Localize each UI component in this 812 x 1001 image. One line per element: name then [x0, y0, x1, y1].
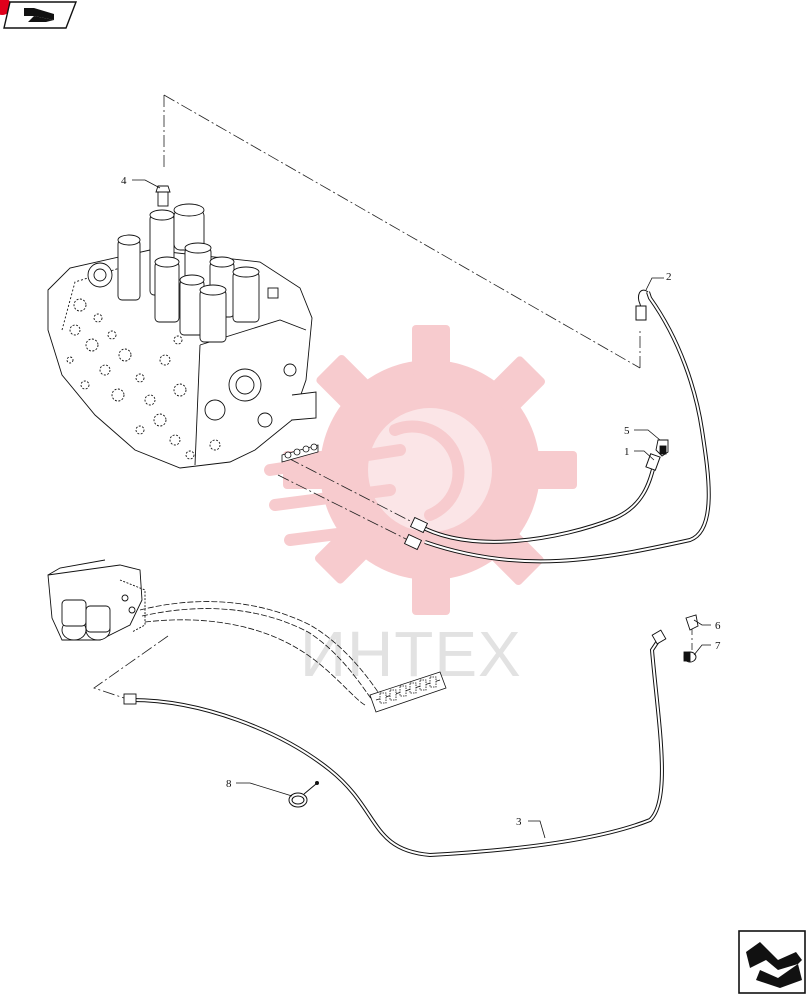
callout-8: 8 [226, 778, 232, 790]
previous-page-icon [0, 0, 78, 29]
callout-leaders [132, 179, 711, 839]
hose-3-fittings [123, 629, 667, 705]
connector-block [369, 671, 447, 713]
wiring-harness [139, 601, 381, 706]
watermark-text: ИНТЕХ [300, 618, 522, 690]
elbow-fitting-5 [655, 439, 669, 457]
callout-7: 7 [715, 640, 721, 652]
callout-5: 5 [624, 425, 630, 437]
previous-page-button[interactable] [0, 0, 78, 30]
hose-clamp-8 [288, 781, 319, 808]
callout-3: 3 [516, 816, 522, 828]
hose-end-fittings [403, 516, 429, 551]
next-page-button[interactable] [738, 930, 808, 996]
hose-1 [417, 453, 661, 544]
callout-2: 2 [666, 271, 672, 283]
next-page-icon [738, 930, 806, 994]
control-valve-block [47, 185, 317, 469]
watermark-logo [264, 325, 577, 615]
hose-3 [131, 636, 664, 858]
valve-adapter-fittings [281, 443, 319, 463]
plug-7 [683, 651, 697, 663]
hose-2 [424, 289, 711, 564]
callout-6: 6 [715, 620, 721, 632]
callout-1: 1 [624, 446, 630, 458]
elbow-fitting-6 [685, 614, 699, 631]
callout-4: 4 [121, 175, 127, 187]
pilot-valve-assembly [47, 559, 146, 641]
